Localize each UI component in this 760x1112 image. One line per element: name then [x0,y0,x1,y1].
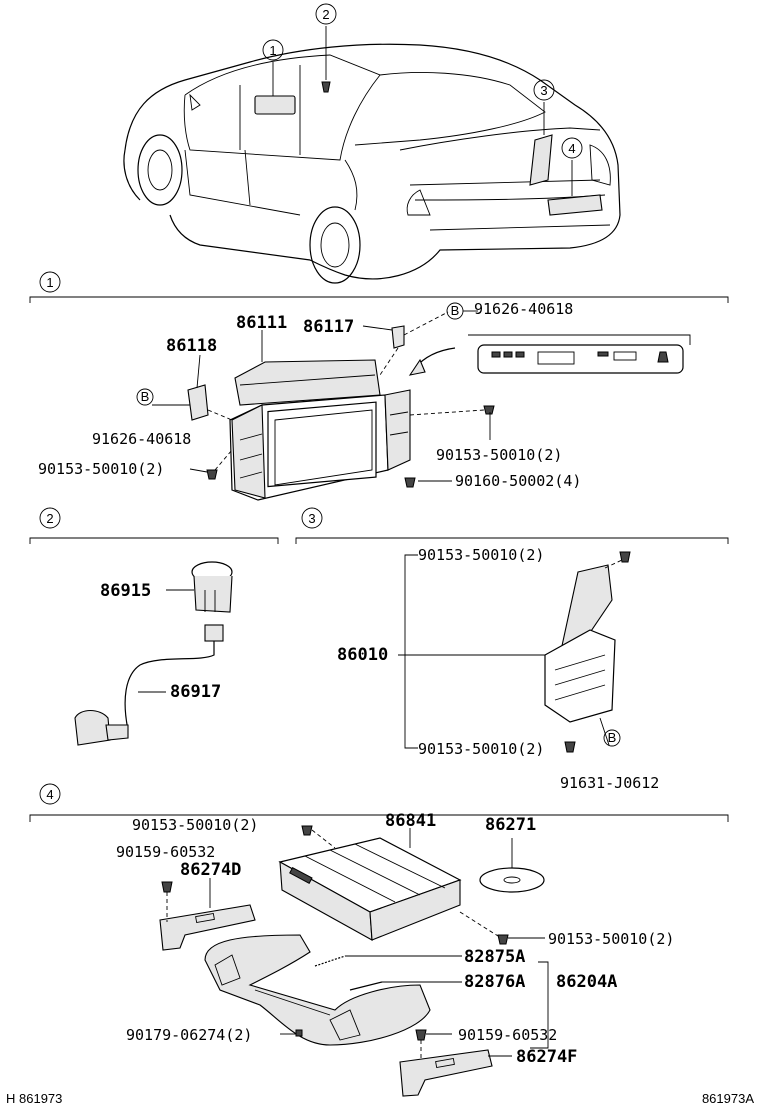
screw-90153-bottom-icon [564,741,576,753]
callout-3-overview: 3 [533,79,555,135]
section-3-navigation-computer: 3 B 90153-50010(2) 86010 90153-50010(2) … [295,507,729,792]
svg-text:2: 2 [322,7,329,22]
cd-changer-86841 [278,837,462,941]
label-90160: 90160-50002(4) [455,472,581,490]
spring-82875A [314,955,346,967]
svg-text:2: 2 [46,511,53,526]
label-82875A: 82875A [464,947,525,967]
screw-90153-a-icon [301,825,313,836]
computer-unit-86010 [559,564,613,657]
balloon-b-top [446,302,464,320]
callout-2-overview: 2 [315,3,337,80]
display-unit-86111 [229,359,411,501]
screw-90160-icon [404,477,416,488]
section-4-cd-changer: 4 [29,783,729,1097]
label-91626-top: 91626-40618 [474,300,573,318]
navigation-computer-icon [529,134,553,186]
bolt-90159-b-icon [415,1029,427,1041]
svg-text:3: 3 [308,511,315,526]
display-screen-detail [468,334,691,374]
label-90159-a: 90159-60532 [116,843,215,861]
screw-90153-right-icon [483,405,495,415]
section-1-callout [39,271,61,293]
section-1-navigation-display: 1 [29,271,729,501]
label-90153-a: 90153-50010(2) [132,816,258,834]
label-86841: 86841 [385,811,436,831]
label-86118: 86118 [166,336,217,356]
wire-connector [74,709,111,746]
svg-text:B: B [141,389,150,404]
label-86111: 86111 [236,313,287,333]
label-86274F: 86274F [516,1047,577,1067]
label-90153-right: 90153-50010(2) [436,446,562,464]
svg-text:4: 4 [568,141,575,156]
label-91626-left: 91626-40618 [92,430,191,448]
bracket-86274D [159,904,256,951]
screw-90153-b-icon [497,934,509,945]
label-86274D: 86274D [180,860,241,880]
svg-text:1: 1 [269,43,276,58]
navigation-display-unit-icon [254,95,296,115]
footer-code-left: H 861973 [6,1091,62,1106]
section-2-microphone: 2 86915 86917 [29,507,279,746]
clip-86117 [391,325,405,349]
screw-90153-left-icon [206,469,218,480]
wire-harness-86917 [124,641,215,731]
bracket-86274F [399,1049,493,1097]
bracket-86118 [187,384,209,421]
tray-86204A [204,934,431,1046]
label-86010: 86010 [337,645,388,665]
label-90153-top: 90153-50010(2) [418,546,544,564]
balloon-b-left [136,388,154,406]
cd-magazine-86271 [479,867,545,893]
label-90153-left: 90153-50010(2) [38,460,164,478]
svg-text:3: 3 [540,83,547,98]
section-4-callout [39,783,61,805]
label-86917: 86917 [170,682,221,702]
section-1-bracket [29,296,729,303]
svg-text:4: 4 [46,787,53,802]
label-91631: 91631-J0612 [560,774,659,792]
label-86117: 86117 [303,317,354,337]
footer-code-right: 861973A [702,1091,754,1106]
label-86271: 86271 [485,815,536,835]
section-1-number: 1 [46,275,53,290]
car-overview-illustration: 1 2 3 4 [123,3,621,284]
label-90153-b: 90153-50010(2) [548,930,674,948]
section-2-callout [39,507,61,529]
callout-4-overview: 4 [561,137,583,196]
callout-1-overview: 1 [262,39,284,96]
microphone-icon [321,81,331,93]
label-86204A: 86204A [556,972,617,992]
label-90153-bottom: 90153-50010(2) [418,740,544,758]
pin-82876A [349,981,383,991]
section-3-callout [301,507,323,529]
screw-90153-top-icon [619,551,631,563]
label-82876A: 82876A [464,972,525,992]
label-90179: 90179-06274(2) [126,1026,252,1044]
nut-90179-icon [295,1029,303,1037]
label-86915: 86915 [100,581,151,601]
label-90159-b: 90159-60532 [458,1026,557,1044]
cd-changer-icon [547,194,603,216]
svg-text:B: B [451,303,460,318]
bolt-90159-a-icon [161,881,173,893]
balloon-b-section3 [603,729,621,747]
svg-text:B: B [608,730,617,745]
